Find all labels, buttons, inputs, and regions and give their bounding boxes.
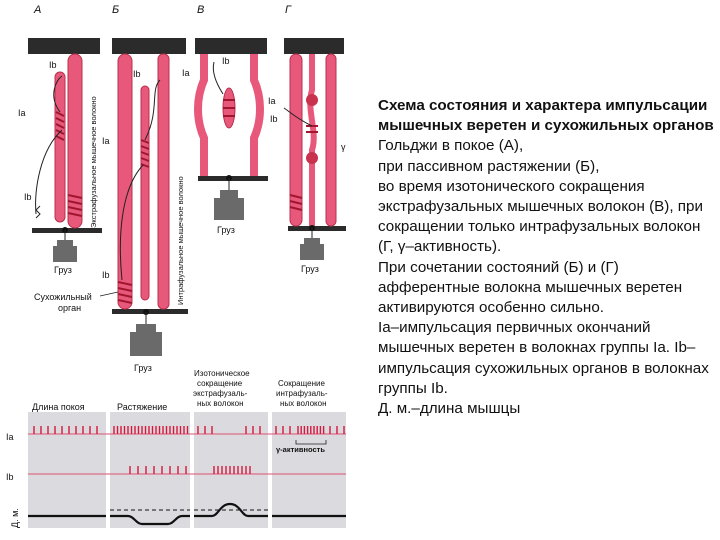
row-label-dm: Д. м.	[10, 508, 20, 528]
panel-b-nerve	[119, 164, 144, 281]
panel-v-right-fiber	[250, 54, 264, 176]
panel-label-g: Г	[285, 4, 292, 16]
caption-title-rest: Гольджи в покое (А),	[378, 137, 524, 155]
panel-a-ia-label: Ia	[18, 108, 26, 118]
panel-b: Груз Ib Ia Ib Интрафузальное мышечное во…	[34, 38, 188, 373]
caption-line-4: Ia–импульсация первичных окончаний мышеч…	[378, 319, 709, 397]
panel-label-v: В	[197, 4, 204, 16]
tendon-organ-label-line1: Сухожильный	[34, 292, 92, 302]
panel-a-ib-label-2: Ib	[24, 192, 32, 202]
row-label-ia: Ia	[6, 432, 14, 442]
caption-title: Схема состояния и характера импульсации …	[378, 97, 714, 135]
panel-g-spindle-node-1	[306, 94, 318, 106]
panel-g-weight-label: Груз	[301, 264, 319, 274]
row-label-ib: Ib	[6, 472, 14, 482]
header-stretch: Растяжение	[117, 402, 167, 412]
header-isotonic-2: сокращение	[197, 379, 243, 388]
panel-g-bottom-bar	[288, 226, 346, 231]
panel-g-top-bar	[284, 38, 344, 54]
panel-b-extrafusal-fiber	[117, 53, 133, 310]
panel-v-weight	[214, 190, 244, 220]
strip-intrafusal	[272, 412, 346, 528]
panel-g-right-fiber	[325, 53, 337, 227]
panel-a-tendon-coil	[67, 194, 83, 217]
panel-a-ia-nerve	[53, 75, 63, 113]
panel-a-nerve	[35, 129, 63, 215]
panel-v-spindle-coil	[223, 99, 235, 117]
panel-v-ib-label: Ib	[222, 56, 230, 66]
header-intrafusal-1: Сокращение	[278, 379, 325, 388]
panel-a-spindle-coil	[55, 111, 65, 141]
panel-b-ib-nerve	[144, 79, 161, 141]
panel-b-ia-label: Ia	[102, 136, 110, 146]
caption-line-1: при пассивном растяжении (Б),	[378, 157, 600, 175]
panel-v-nerve	[212, 61, 224, 95]
panel-b-tendon-coil	[117, 281, 133, 304]
extrafusal-fiber-label: Экстрафузальное мышечное волокно	[89, 96, 98, 228]
caption-line-5: Д. м.–длина мышцы	[378, 400, 521, 418]
caption-title-line: Схема состояния и характера импульсации …	[378, 96, 714, 157]
caption: Схема состояния и характера импульсации …	[378, 96, 714, 419]
strip-rest	[28, 412, 106, 528]
panel-v-top-bar	[195, 38, 267, 54]
panel-v-bottom-bar	[198, 176, 268, 181]
panel-b-ib-label: Ib	[133, 69, 141, 79]
panel-b-spindle	[140, 85, 150, 301]
panel-a-top-bar	[28, 38, 100, 54]
panel-b-weight-label: Груз	[134, 363, 152, 373]
panel-a: Груз Ib Ia Ib Экстрафузальное мышечное в…	[18, 38, 102, 275]
panel-b-fiber-right	[157, 53, 170, 310]
panel-v-weight-label: Груз	[217, 225, 235, 235]
length-trace-stretch	[110, 514, 190, 526]
tendon-organ-label-line2: орган	[58, 303, 81, 313]
length-trace-isotonic	[194, 502, 268, 518]
panel-g-ib-label: Ib	[270, 114, 278, 124]
panel-g: Груз Ia Ib γ	[268, 38, 346, 274]
panel-v: Груз Ia Ib	[182, 38, 268, 235]
header-intrafusal-3: ных волокон	[280, 399, 327, 408]
panel-label-a: А	[33, 4, 41, 16]
panel-a-ib-label: Ib	[49, 60, 57, 70]
panel-g-spindle	[307, 54, 317, 226]
header-isotonic-3: экстрафузаль-	[193, 389, 248, 398]
spike-trains	[33, 426, 345, 474]
panel-g-spindle-node-2	[306, 152, 318, 164]
panel-g-tendon-coil	[289, 194, 303, 211]
panel-g-ia-label: Ia	[268, 96, 276, 106]
header-intrafusal-2: интрафузаль-	[276, 389, 328, 398]
strip-isotonic	[194, 412, 268, 528]
header-isotonic-1: Изотоническое	[194, 369, 250, 378]
header-rest: Длина покоя	[32, 402, 85, 412]
recording-strips: γ-активность	[28, 412, 346, 528]
panel-g-gamma-label: γ	[341, 142, 346, 152]
tendon-organ-pointer	[99, 291, 119, 297]
gamma-activity-label: γ-активность	[276, 445, 325, 454]
gamma-activity-bracket	[295, 440, 327, 445]
intrafusal-fiber-label: Интрафузальное мышечное волокно	[176, 176, 185, 305]
caption-line-3: При сочетании состояний (Б) и (Г) аффере…	[378, 258, 683, 317]
panel-a-weight-label: Груз	[54, 265, 72, 275]
panel-label-b: Б	[112, 4, 119, 16]
panel-g-nerve	[283, 107, 313, 127]
panel-b-top-bar	[112, 38, 186, 54]
panel-a-weight	[53, 240, 77, 262]
recording-headers: Длина покоя Растяжение Изотоническое сок…	[32, 369, 328, 412]
panel-v-ia-label: Ia	[182, 68, 190, 78]
panel-a-spindle	[54, 71, 66, 223]
panel-b-spindle-coil	[140, 139, 150, 168]
panel-v-left-fiber	[194, 54, 208, 176]
panel-a-bracket	[35, 205, 41, 219]
header-isotonic-4: ных волокон	[197, 399, 244, 408]
panel-g-left-fiber	[289, 53, 303, 227]
panel-b-ib-label-2: Ib	[102, 270, 110, 280]
panel-g-weight	[300, 238, 324, 260]
caption-line-2: во время изотонического сокращения экстр…	[378, 177, 703, 256]
panel-a-extrafusal-fiber	[67, 53, 83, 229]
panel-b-weight	[130, 324, 162, 356]
panel-b-bottom-bar	[112, 309, 188, 314]
